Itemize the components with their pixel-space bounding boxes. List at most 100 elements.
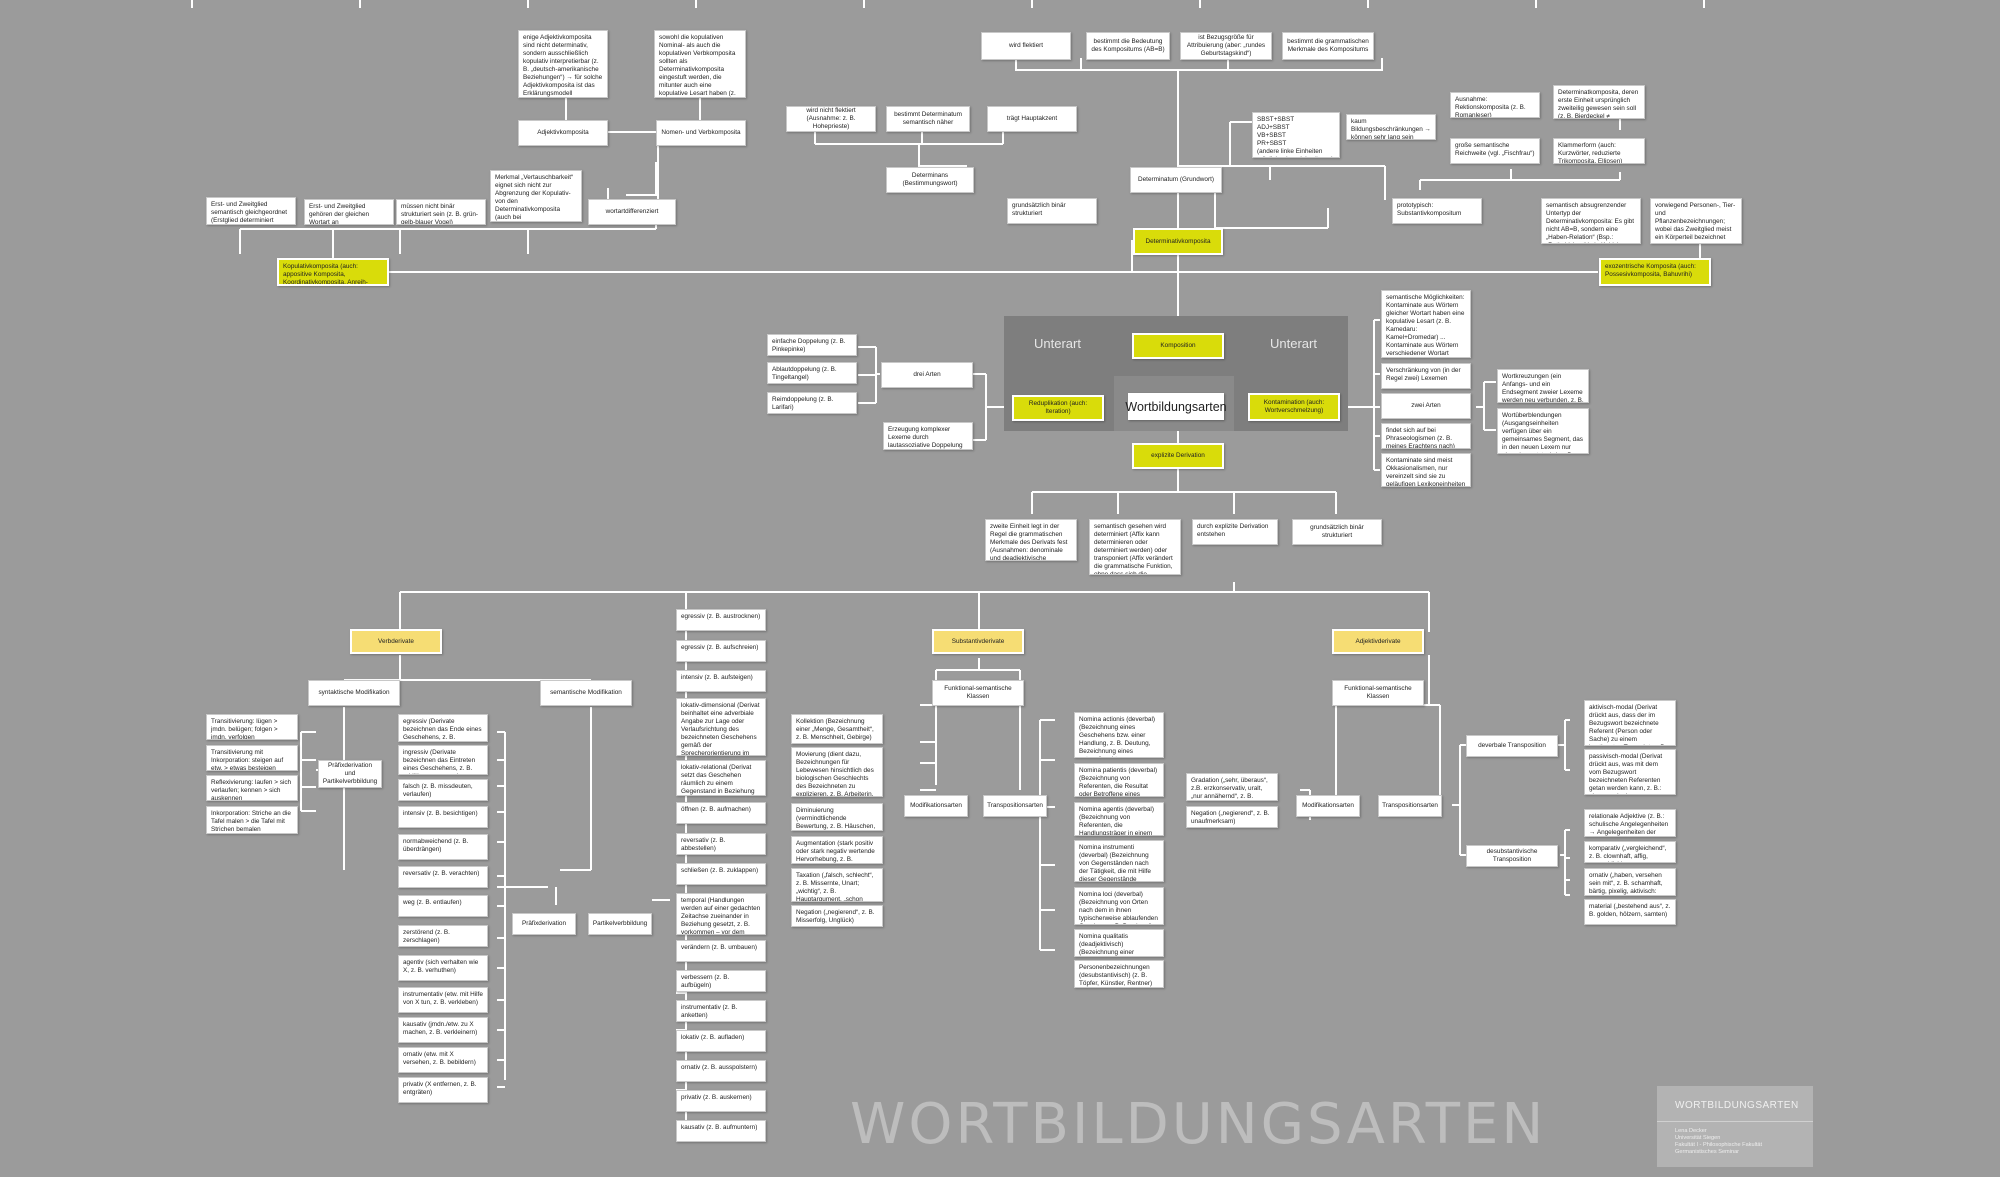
diagram-box: findet sich auf bei Phraseologismen (z. …	[1381, 423, 1471, 449]
diagram-box: reversativ (z. B. verachten)	[398, 866, 488, 888]
reduplikation-node: Reduplikation (auch: Iteration)	[1012, 395, 1104, 421]
diagram-box: aktivisch-modal (Derivat drückt aus, das…	[1584, 700, 1676, 746]
diagram-box: desubstantivische Transposition	[1466, 845, 1558, 867]
diagram-box: verbessern (z. B. aufbügeln)	[676, 970, 766, 992]
unterart-right-label: Unterart	[1270, 336, 1317, 351]
diagram-box: Nomina instrumenti (deverbal) (Bezeichnu…	[1074, 840, 1164, 882]
explizite-derivation-node: explizite Derivation	[1132, 443, 1224, 469]
diagram-box: trägt Hauptakzent	[987, 106, 1077, 132]
diagram-box: Ablautdoppelung (z. B. Tingeltangel)	[767, 362, 857, 384]
page-title: WORTBILDUNGSARTEN	[850, 1092, 1547, 1157]
diagram-box: Inkorporation: Striche an die Tafel male…	[206, 806, 298, 834]
diagram-box: kausativ (jmdn./etw. zu X machen, z. B. …	[398, 1017, 488, 1043]
diagram-box: ornativ (etw. mit X versehen, z. B. bebi…	[398, 1047, 488, 1073]
diagram-box: intensiv (z. B. aufsteigen)	[676, 670, 766, 692]
wortbildungsarten-center-label: Wortbildungsarten	[1125, 393, 1227, 420]
komposition-node: Komposition	[1132, 333, 1224, 359]
diagram-box: weg (z. B. entlaufen)	[398, 895, 488, 917]
diagram-box: kaum Bildungsbeschränkungen → können seh…	[1346, 114, 1436, 140]
diagram-box: Nomen- und Verbkomposita	[656, 120, 746, 146]
diagram-box: Funktional-semantische Klassen	[932, 680, 1024, 706]
diagram-box: enige Adjektivkomposita sind nicht deter…	[518, 30, 608, 98]
adjektivderivate-node: Adjektivderivate	[1332, 629, 1424, 654]
diagram-box: Modifikationsarten	[904, 795, 968, 817]
diagram-box: Reflexivierung: laufen > sich verlaufen;…	[206, 775, 298, 801]
diagram-box: Erst- und Zweitglied semantisch gleichge…	[206, 197, 296, 225]
diagram-box: Verschränkung von (in der Regel zwei) Le…	[1381, 363, 1471, 389]
diagram-box: egressiv (z. B. aufschreien)	[676, 640, 766, 662]
diagram-box: egressiv (Derivate bezeichnen das Ende e…	[398, 714, 488, 742]
diagram-box: Reimdoppelung (z. B. Larifari)	[767, 392, 857, 414]
diagram-box: zwei Arten	[1381, 393, 1471, 419]
diagram-box: große semantische Reichweite (vgl. „Fisc…	[1450, 138, 1540, 164]
diagram-box: semantische Modifikation	[540, 680, 632, 706]
diagram-box: drei Arten	[881, 362, 973, 388]
info-meta: Lena Decker Universität Siegen Fakultät …	[1675, 1128, 1763, 1155]
substantivderivate-node: Substantivderivate	[932, 629, 1024, 654]
diagram-box: Movierung (dient dazu, Bezeichnungen für…	[791, 747, 883, 797]
diagram-box: intensiv (z. B. besichtigen)	[398, 806, 488, 828]
diagram-box: lokativ-relational (Derivat setzt das Ge…	[676, 760, 766, 796]
diagram-box: material („bestehend aus“, z. B. golden,…	[1584, 899, 1676, 925]
diagram-box: bestimmt die grammatischen Merkmale des …	[1282, 32, 1374, 60]
diagram-box: Gradation („sehr, überaus“, z.B. erzkons…	[1186, 773, 1278, 801]
diagram-box: normabweichend (z. B. überdrängen)	[398, 834, 488, 860]
exozentrische-komposita-node: exozentrische Komposita (auch: Possesivk…	[1599, 258, 1711, 286]
determinativkomposita-node: Determinativkomposita	[1133, 228, 1223, 255]
diagram-box: Wortüberblendungen (Ausgangseinheiten ve…	[1497, 408, 1589, 454]
diagram-box: Transpositionsarten	[983, 795, 1047, 817]
diagram-box: wird flektiert	[981, 32, 1071, 60]
diagram-box: lokativ (z. B. aufladen)	[676, 1030, 766, 1052]
diagram-box: vorwiegend Personen-, Tier- und Pflanzen…	[1650, 198, 1742, 244]
diagram-box: wortartdifferenziert	[588, 199, 676, 225]
diagram-box: Partikelverbbildung	[588, 913, 652, 935]
diagram-box: durch explizite Derivation entstehen	[1192, 519, 1278, 545]
diagram-box: Wortkreuzungen (ein Anfangs- und ein End…	[1497, 369, 1589, 403]
info-title: WORTBILDUNGSARTEN	[1675, 1100, 1799, 1111]
diagram-box: privativ (X entfernen, z. B. entgräten)	[398, 1077, 488, 1103]
diagram-box: privativ (z. B. auskernen)	[676, 1090, 766, 1112]
diagram-box: Klammerform (auch: Kurzwörter, reduziert…	[1553, 138, 1645, 164]
diagram-box: instrumentativ (etw. mit Hilfe von X tun…	[398, 987, 488, 1013]
diagram-box: semantische Möglichkeiten: Kontaminate a…	[1381, 290, 1471, 358]
diagram-box: sowohl die kopulativen Nominal- als auch…	[654, 30, 746, 98]
diagram-box: egressiv (z. B. austrocknen)	[676, 609, 766, 631]
diagram-box: bestimmt Determinatum semantisch näher	[886, 106, 970, 132]
diagram-box: Erst- und Zweitglied gehören der gleiche…	[304, 199, 394, 225]
diagram-box: Negation („negierend“, z. B. Misserfolg,…	[791, 905, 883, 927]
diagram-box: temporal (Handlungen werden auf einer ge…	[676, 893, 766, 935]
diagram-box: ist Bezugsgröße für Attribuierung (aber:…	[1180, 32, 1272, 60]
diagram-box: Nomina loci (deverbal) (Bezeichnung von …	[1074, 887, 1164, 925]
diagram-box: Ausnahme: Rektionskomposita (z. B. Roman…	[1450, 92, 1540, 118]
diagram-box: prototypisch: Substantivkompositum	[1392, 198, 1482, 224]
diagram-box: instrumentativ (z. B. anketten)	[676, 1000, 766, 1022]
diagram-box: falsch (z. B. missdeuten, verlaufen)	[398, 779, 488, 801]
diagram-box: semantisch gesehen wird determiniert (Af…	[1089, 519, 1181, 575]
diagram-box: Präfixderivation und Partikelverbbildung	[318, 760, 382, 788]
diagram-box: Erzeugung komplexer Lexeme durch lautass…	[883, 422, 973, 450]
diagram-box: zweite Einheit legt in der Regel die gra…	[985, 519, 1077, 561]
diagram-box: grundsätzlich binär strukturiert	[1292, 519, 1382, 545]
diagram-box: Taxation („falsch, schlecht“, z. B. Miss…	[791, 868, 883, 902]
diagram-box: wird nicht flektiert (Ausnahme: z. B. Ho…	[786, 106, 876, 132]
diagram-box: komparativ („vergleichend“, z. B. clownh…	[1584, 841, 1676, 863]
info-divider	[1657, 1121, 1813, 1122]
diagram-box: ornativ („haben, versehen sein mit“, z. …	[1584, 868, 1676, 896]
diagram-box: Determinatum (Grundwort)	[1130, 167, 1222, 193]
diagram-box: einfache Doppelung (z. B. Pinkepinke)	[767, 334, 857, 356]
diagram-box: Nomina actionis (deverbal) (Bezeichnung …	[1074, 712, 1164, 758]
diagram-box: deverbale Transposition	[1466, 735, 1558, 757]
diagram-box: Nomina agentis (deverbal) (Bezeichnung v…	[1074, 802, 1164, 836]
diagram-box: verändern (z. B. umbauen)	[676, 940, 766, 962]
kontamination-node: Kontamination (auch: Wortverschmelzung)	[1248, 393, 1340, 421]
diagram-box: zerstörend (z. B. zerschlagen)	[398, 925, 488, 947]
diagram-box: semantisch absugrenzender Untertyp der D…	[1541, 198, 1641, 244]
diagram-box: Transitivierung mit Inkorporation: steig…	[206, 745, 298, 771]
unterart-left-label: Unterart	[1034, 336, 1081, 351]
diagram-box: Kontaminate sind meist Okkasionalismen, …	[1381, 453, 1471, 487]
diagram-box: Adjektivkomposita	[518, 120, 608, 146]
diagram-box: Negation („negierend“, z. B. unaufmerksa…	[1186, 806, 1278, 828]
diagram-box: Personenbezeichnungen (desubstantivisch)…	[1074, 960, 1164, 988]
diagram-box: Präfixderivation	[512, 913, 576, 935]
diagram-box: ingressiv (Derivate bezeichnen das Eintr…	[398, 745, 488, 775]
